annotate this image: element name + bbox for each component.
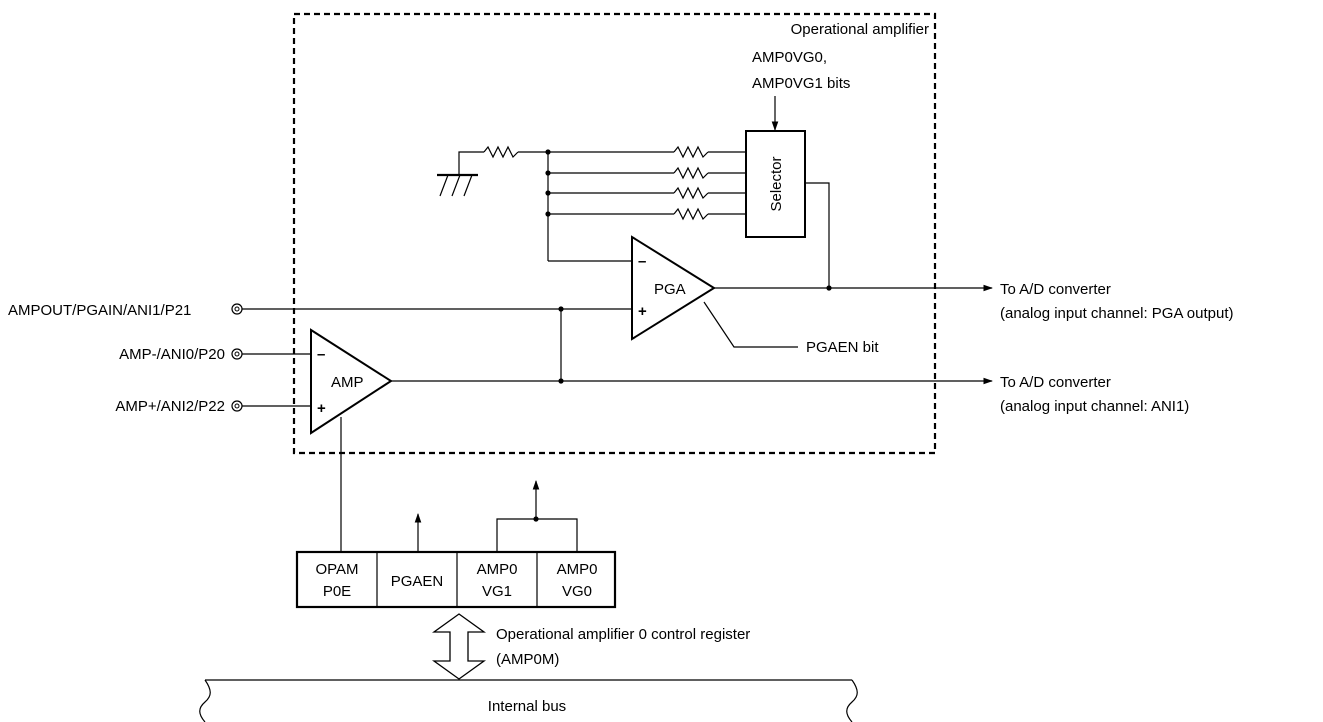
register-bus-double-arrow — [431, 613, 487, 680]
ampout-pin-label: AMPOUT/PGAIN/ANI1/P21 — [8, 302, 191, 319]
resistor-ground — [483, 145, 519, 159]
register-cell-amp0vg1-line2: VG1 — [482, 583, 512, 600]
amp-plus-pin-label: AMP+/ANI2/P22 — [115, 398, 225, 415]
junction-pgain — [558, 306, 564, 312]
register-cell-opamp0e-line1: OPAM — [315, 561, 358, 578]
gain-bits-label-line2: AMP0VG1 bits — [752, 75, 850, 92]
pga-output-dest-line2: (analog input channel: PGA output) — [1000, 305, 1234, 322]
junction-vg — [533, 516, 539, 522]
selector-box — [745, 130, 806, 238]
register-cell-amp0vg0-line2: VG0 — [562, 583, 592, 600]
ampout-pin-terminal — [231, 303, 243, 315]
selector-output-wire — [805, 182, 830, 288]
amp-triangle — [310, 328, 393, 435]
amp-minus-sign: – — [317, 346, 325, 363]
resistor-r1 — [673, 145, 709, 159]
resistor-r2 — [673, 166, 709, 180]
opamp-block-title: Operational amplifier — [791, 21, 929, 38]
register-name-line1: Operational amplifier 0 control register — [496, 626, 750, 643]
pga-minus-sign: – — [638, 253, 646, 270]
gain-bits-label-line1: AMP0VG0, — [752, 49, 827, 66]
resistor-r4 — [673, 207, 709, 221]
amp-minus-pin-terminal — [231, 348, 243, 360]
register-cell-pgaen: PGAEN — [391, 573, 444, 590]
ground-wire — [458, 151, 484, 175]
ani1-output-dest-line1: To A/D converter — [1000, 374, 1111, 391]
junction-ladder-4 — [545, 211, 551, 217]
register-cell-opamp0e-line2: P0E — [323, 583, 351, 600]
amp-plus-sign: + — [317, 400, 326, 417]
selector-label: Selector — [768, 156, 785, 211]
ladder-resistors — [548, 145, 746, 221]
junction-ladder-3 — [545, 190, 551, 196]
junction-ladder-2 — [545, 170, 551, 176]
vg-control-wire — [496, 518, 578, 552]
pga-output-dest-line1: To A/D converter — [1000, 281, 1111, 298]
internal-bus-left-edge — [199, 679, 211, 722]
resistor-r3 — [673, 186, 709, 200]
amp-label: AMP — [331, 374, 364, 391]
internal-bus-label: Internal bus — [488, 698, 566, 715]
register-cell-amp0vg1-line1: AMP0 — [477, 561, 518, 578]
amp-plus-pin-terminal — [231, 400, 243, 412]
pgaen-bit-label: PGAEN bit — [806, 339, 879, 356]
pgaen-wire — [703, 301, 798, 348]
register-name-line2: (AMP0M) — [496, 651, 559, 668]
register-cell-amp0vg0-line1: AMP0 — [557, 561, 598, 578]
pga-label: PGA — [654, 281, 686, 298]
ground-symbol — [437, 173, 478, 197]
junction-ladder-1 — [545, 149, 551, 155]
junction-pga-output — [826, 285, 832, 291]
amp-minus-pin-label: AMP-/ANI0/P20 — [119, 346, 225, 363]
amp0m-register — [295, 550, 617, 609]
pga-triangle — [631, 235, 716, 341]
pga-plus-sign: + — [638, 303, 647, 320]
internal-bus-right-edge — [846, 679, 858, 722]
ani1-output-dest-line2: (analog input channel: ANI1) — [1000, 398, 1189, 415]
opamp-block-boundary — [292, 12, 937, 455]
